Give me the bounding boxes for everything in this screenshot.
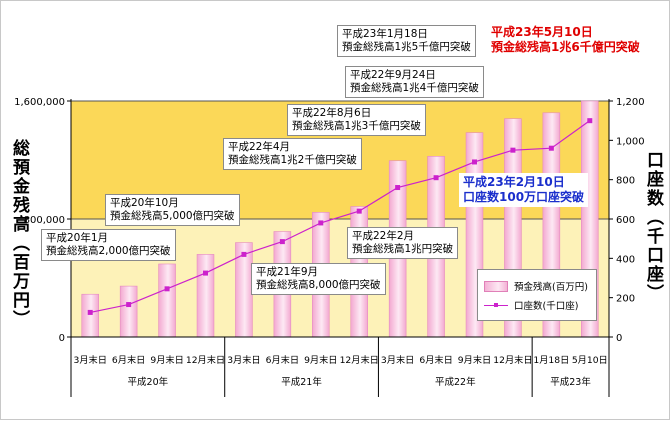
x-group-label-3: 平成23年 — [550, 376, 591, 388]
x-tick-label-13: 5月10日 — [572, 355, 608, 366]
legend-label-deposit: 預金残高(百万円) — [514, 282, 588, 293]
x-tick-label-7: 12月末日 — [340, 354, 379, 366]
x-tick-label-11: 12月末日 — [493, 354, 532, 366]
x-tick-label-8: 3月末日 — [381, 354, 414, 366]
annotation-h20-10-line-0: 平成20年10月 — [110, 197, 179, 209]
annotation-h23-1: 平成23年1月18日預金総残高1兆5千億円突破 — [337, 25, 476, 57]
right-tick-label-3: 600 — [616, 215, 635, 226]
annotation-h20-1-line-0: 平成20年1月 — [46, 232, 109, 244]
accounts-point-13 — [587, 118, 593, 124]
right-tick-label-1: 200 — [616, 294, 635, 305]
x-tick-label-9: 6月末日 — [419, 354, 452, 366]
accounts-point-5 — [279, 239, 285, 245]
annotation-h22-2: 平成22年2月預金総残高1兆円突破 — [347, 227, 459, 259]
annotation-h22-4-line-1: 預金総残高1兆2千億円突破 — [228, 154, 357, 166]
deposit-bar-1 — [119, 285, 138, 338]
accounts-point-3 — [203, 270, 208, 276]
accounts-point-4 — [241, 251, 247, 257]
annotation-h23-5: 平成23年5月10日預金総残高1兆6千億円突破 — [487, 23, 644, 57]
accounts-point-1 — [126, 302, 132, 308]
deposit-bar-0 — [81, 293, 99, 338]
deposit-bar-2 — [158, 263, 176, 338]
annotation-h22-4: 平成22年4月預金総残高1兆2千億円突破 — [223, 138, 362, 170]
annotation-h22-2-line-1: 預金総残高1兆円突破 — [352, 243, 454, 255]
right-tick-label-4: 800 — [616, 176, 635, 187]
accounts-point-11 — [510, 147, 516, 153]
annotation-h23-5-line-0: 平成23年5月10日 — [491, 25, 593, 39]
x-tick-label-0: 3月末日 — [74, 354, 107, 366]
legend-item-deposit: 預金残高(百万円) — [484, 279, 588, 293]
accounts-point-6 — [318, 220, 324, 226]
annotation-h20-10: 平成20年10月預金総残高5,000億円突破 — [105, 194, 240, 226]
annotation-h22-9-line-1: 預金総残高1兆4千億円突破 — [350, 82, 479, 94]
accounts-point-12 — [548, 145, 554, 151]
x-tick-label-6: 9月末日 — [304, 354, 337, 366]
accounts-point-2 — [164, 286, 170, 292]
annotation-h22-9: 平成22年9月24日預金総残高1兆4千億円突破 — [345, 66, 484, 98]
annotation-h22-8-line-0: 平成22年8月6日 — [292, 107, 372, 119]
annotation-h21-9-line-1: 預金総残高8,000億円突破 — [256, 279, 381, 291]
left-tick-label-0: 0 — [59, 333, 65, 344]
x-tick-label-12: 1月18日 — [533, 355, 569, 366]
x-tick-label-10: 9月末日 — [458, 354, 491, 366]
x-tick-label-1: 6月末日 — [112, 354, 145, 366]
annotation-h22-4-line-0: 平成22年4月 — [228, 141, 291, 153]
right-tick-label-5: 1,000 — [616, 136, 645, 147]
legend-bar-swatch — [484, 280, 508, 292]
annotation-h21-9: 平成21年9月預金総残高8,000億円突破 — [251, 263, 386, 295]
annotation-h23-1-line-1: 預金総残高1兆5千億円突破 — [342, 41, 471, 53]
annotation-h21-9-line-0: 平成21年9月 — [256, 266, 319, 278]
annotation-h23-1-line-0: 平成23年1月18日 — [342, 28, 428, 40]
right-tick-label-6: 1,200 — [616, 97, 645, 108]
deposit-bar-3 — [196, 254, 215, 338]
x-tick-label-2: 9月末日 — [150, 354, 183, 366]
annotation-h22-8: 平成22年8月6日預金総残高1兆3千億円突破 — [287, 104, 426, 136]
x-tick-label-3: 12月末日 — [186, 354, 225, 366]
legend-label-accounts: 口座数(千口座) — [514, 301, 579, 312]
annotation-h20-1: 平成20年1月預金総残高2,000億円突破 — [41, 229, 176, 261]
left-tick-label-1: 800,000 — [24, 215, 65, 226]
x-group-label-2: 平成22年 — [435, 376, 476, 388]
right-tick-label-0: 0 — [616, 333, 622, 344]
annotation-h22-9-line-0: 平成22年9月24日 — [350, 69, 436, 81]
x-tick-label-5: 6月末日 — [266, 354, 299, 366]
y-left-axis-label: 総預金残高（百万円） — [9, 139, 29, 329]
accounts-point-7 — [356, 208, 362, 214]
x-group-label-0: 平成20年 — [128, 376, 169, 388]
annotation-h23-2-line-0: 平成23年2月10日 — [463, 175, 565, 189]
accounts-point-8 — [395, 185, 401, 191]
legend-item-accounts: 口座数(千口座) — [484, 298, 578, 312]
y-right-axis-label: 口座数（千口座） — [643, 151, 663, 303]
annotation-h23-5-line-1: 預金総残高1兆6千億円突破 — [491, 40, 640, 54]
annotation-h23-2: 平成23年2月10日口座数100万口座突破 — [459, 173, 589, 207]
accounts-point-0 — [87, 309, 93, 315]
annotation-h22-8-line-1: 預金総残高1兆3千億円突破 — [292, 120, 421, 132]
annotation-h22-2-line-0: 平成22年2月 — [352, 230, 415, 242]
accounts-line — [90, 120, 591, 314]
x-tick-label-4: 3月末日 — [227, 354, 260, 366]
chart-legend: 預金残高(百万円) 口座数(千口座) — [477, 269, 597, 321]
annotation-h23-2-line-1: 口座数100万口座突破 — [463, 190, 585, 204]
x-group-label-1: 平成21年 — [281, 376, 322, 388]
accounts-point-9 — [433, 175, 439, 181]
left-tick-label-2: 1,600,000 — [14, 97, 65, 108]
right-tick-label-2: 400 — [616, 254, 635, 265]
accounts-point-10 — [472, 159, 477, 165]
annotation-h20-1-line-1: 預金総残高2,000億円突破 — [46, 245, 171, 257]
legend-line-swatch — [484, 300, 508, 311]
annotation-h20-10-line-1: 預金総残高5,000億円突破 — [110, 210, 235, 222]
